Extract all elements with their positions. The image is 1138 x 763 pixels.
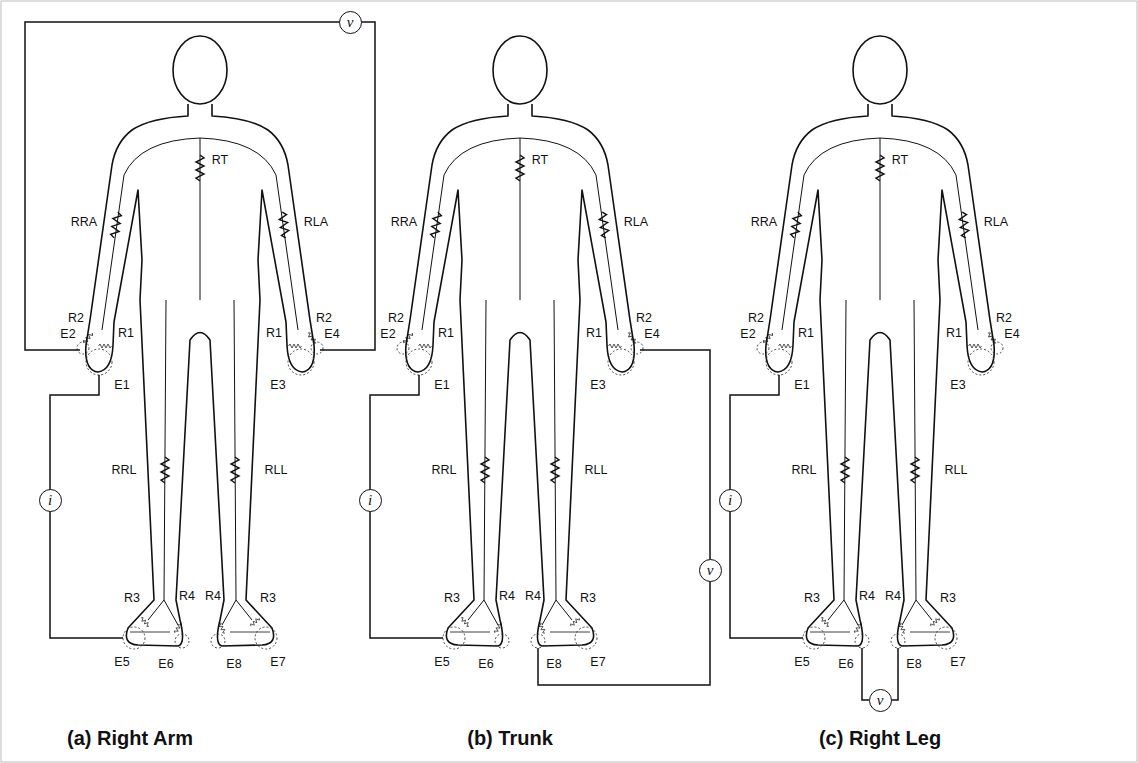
electrode-label: E5 xyxy=(794,656,809,669)
electrode-label: E4 xyxy=(324,328,339,341)
meter-circle: i xyxy=(39,489,62,512)
electrode-label: E4 xyxy=(644,328,659,341)
resistor-label: RLL xyxy=(945,464,968,477)
resistor-label: R4 xyxy=(525,590,541,603)
resistor-label: R3 xyxy=(260,592,276,605)
resistor-label: R1 xyxy=(798,327,814,340)
panel-caption: (b) Trunk xyxy=(467,728,553,748)
resistor-label: R1 xyxy=(266,327,282,340)
current-wire xyxy=(50,375,123,638)
resistor-label: RRA xyxy=(751,216,777,229)
electrode-label: E1 xyxy=(114,379,129,392)
resistor-label: R2 xyxy=(636,312,652,325)
resistor-label: RLA xyxy=(304,216,328,229)
resistor-label: R4 xyxy=(205,590,221,603)
resistor-label: R2 xyxy=(748,312,764,325)
electrode-label: E4 xyxy=(1004,328,1019,341)
electrode-label: E6 xyxy=(838,658,853,671)
voltage-wire xyxy=(25,22,375,350)
electrode-label: E3 xyxy=(950,379,965,392)
resistor-label: R4 xyxy=(179,590,195,603)
current-wire xyxy=(730,375,803,638)
resistor-label: R2 xyxy=(996,312,1012,325)
meter-symbol: v xyxy=(707,563,714,578)
meter-circle: i xyxy=(719,489,742,512)
resistor-label: RLA xyxy=(624,216,648,229)
meter-symbol: i xyxy=(48,493,52,508)
electrode-label: E7 xyxy=(590,656,605,669)
panel-caption: (a) Right Arm xyxy=(67,728,193,748)
resistor-label: R3 xyxy=(940,592,956,605)
resistor-label: RT xyxy=(892,154,908,167)
resistor-label: RT xyxy=(212,154,228,167)
electrode-label: E3 xyxy=(590,379,605,392)
electrode-label: E6 xyxy=(158,658,173,671)
meter-circle: i xyxy=(359,489,382,512)
electrode-label: E6 xyxy=(478,658,493,671)
resistor-label: R1 xyxy=(438,327,454,340)
meter-circle: v xyxy=(339,11,362,34)
electrode-label: E8 xyxy=(546,658,561,671)
electrode-label: E2 xyxy=(740,328,755,341)
voltage-wire xyxy=(538,350,710,685)
resistor-label: R1 xyxy=(586,327,602,340)
electrode-label: E8 xyxy=(906,658,921,671)
meter-circle: v xyxy=(699,559,722,582)
electrode-label: E7 xyxy=(950,656,965,669)
resistor-label: R4 xyxy=(499,590,515,603)
resistor-label: R3 xyxy=(580,592,596,605)
body-figure xyxy=(77,36,323,649)
meter-symbol: i xyxy=(728,493,732,508)
panel-caption: (c) Right Leg xyxy=(819,728,941,748)
electrode-label: E7 xyxy=(270,656,285,669)
meter-circle: v xyxy=(869,689,892,712)
meter-symbol: v xyxy=(877,693,884,708)
resistor-label: R1 xyxy=(946,327,962,340)
electrode-label: E8 xyxy=(226,658,241,671)
resistor-label: RLA xyxy=(984,216,1008,229)
resistor-label: R1 xyxy=(118,327,134,340)
resistor-label: RRA xyxy=(391,216,417,229)
electrode-label: E5 xyxy=(114,656,129,669)
resistor-label: RT xyxy=(532,154,548,167)
resistor-label: RRL xyxy=(111,464,136,477)
meter-symbol: v xyxy=(347,15,354,30)
resistor-label: R3 xyxy=(804,592,820,605)
resistor-label: RLL xyxy=(265,464,288,477)
resistor-label: R4 xyxy=(885,590,901,603)
electrode-label: E3 xyxy=(270,379,285,392)
electrode-label: E1 xyxy=(434,379,449,392)
current-wire xyxy=(370,375,443,638)
electrode-label: E2 xyxy=(380,328,395,341)
electrode-label: E2 xyxy=(60,328,75,341)
meter-symbol: i xyxy=(368,493,372,508)
resistor-label: R3 xyxy=(124,592,140,605)
resistor-label: R4 xyxy=(859,590,875,603)
resistor-label: RRL xyxy=(431,464,456,477)
resistor-label: R2 xyxy=(68,312,84,325)
body-figure xyxy=(757,36,1003,649)
resistor-label: RRA xyxy=(71,216,97,229)
resistor-label: R2 xyxy=(388,312,404,325)
electrode-label: E5 xyxy=(434,656,449,669)
resistor-label: R2 xyxy=(316,312,332,325)
resistor-label: RRL xyxy=(791,464,816,477)
body-figure xyxy=(397,36,643,649)
resistor-label: RLL xyxy=(585,464,608,477)
resistor-label: R3 xyxy=(444,592,460,605)
electrode-label: E1 xyxy=(794,379,809,392)
